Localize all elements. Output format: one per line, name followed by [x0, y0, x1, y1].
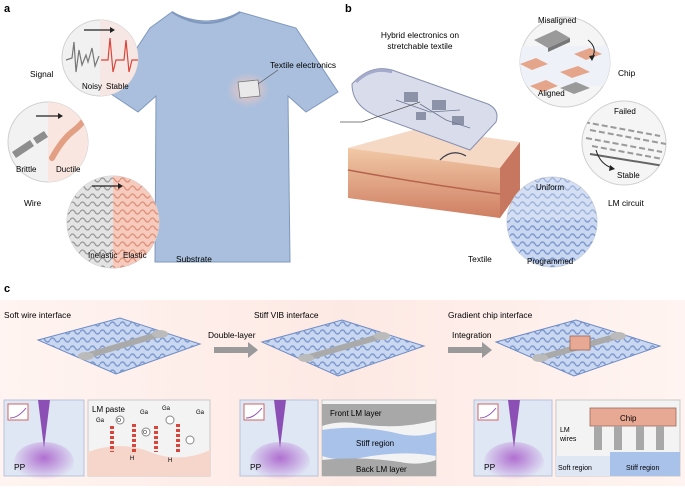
label-aligned: Aligned	[538, 89, 565, 98]
inset-label-stiff-region-2: Stiff region	[626, 465, 659, 472]
label-textile: Textile	[468, 254, 492, 264]
textile-inset	[506, 176, 598, 268]
title-b-line2: stretchable textile	[387, 41, 453, 51]
label-substrate: Substrate	[176, 254, 212, 264]
inset-label-ga-3: Ga	[162, 406, 171, 412]
hybrid-electronics-sheet	[351, 68, 498, 161]
inset-label-pp-1: PP	[14, 462, 26, 472]
textile-patch	[237, 79, 261, 99]
inset-label-ga-2: Ga	[140, 410, 149, 416]
arrow-right-icon	[118, 183, 123, 189]
inset-label-lm-wires-1: LM	[560, 427, 570, 434]
label-integration: Integration	[452, 330, 492, 340]
inset-label-lm-wires-2: wires	[559, 436, 577, 443]
skin-block	[347, 128, 520, 218]
arrow-right-icon	[58, 113, 63, 119]
signal-inset	[61, 19, 139, 97]
inset-label-chip: Chip	[620, 414, 637, 423]
textile-patch-stiff	[260, 319, 426, 377]
label-stable-lm: Stable	[617, 171, 640, 180]
inset-label-o-1: O	[117, 418, 121, 424]
noisy-signal	[65, 41, 100, 73]
label-textile-electronics: Textile electronics	[270, 60, 336, 70]
inset-soft-pp	[3, 399, 85, 482]
textile-patch-soft	[36, 317, 202, 375]
inset-label-front-lm: Front LM layer	[330, 409, 382, 418]
label-noisy: Noisy	[82, 82, 102, 91]
panel-c-letter: c	[4, 283, 10, 295]
arrow-right-icon	[110, 27, 115, 33]
label-ductile: Ductile	[56, 165, 81, 174]
inset-label-pp-3: PP	[484, 462, 496, 472]
label-elastic: Elastic	[123, 251, 147, 260]
heading-soft-wire: Soft wire interface	[4, 310, 71, 320]
label-misaligned: Misaligned	[538, 16, 576, 25]
inset-stiff-pp	[239, 399, 319, 482]
chip-component	[569, 335, 591, 351]
arrow-integration	[448, 342, 492, 358]
panel-a-letter: a	[4, 3, 11, 15]
inset-label-stiff-region: Stiff region	[356, 439, 394, 448]
tshirt-illustration	[107, 11, 339, 263]
inset-label-ga-1: Ga	[96, 418, 105, 424]
textile-patch-gradient	[494, 319, 662, 377]
label-inelastic: Inelastic	[88, 251, 117, 260]
stable-signal	[101, 37, 138, 73]
inset-label-soft-region: Soft region	[558, 465, 592, 472]
inset-label-o-2: O	[143, 430, 147, 436]
label-wire: Wire	[24, 198, 42, 208]
label-double-layer: Double-layer	[208, 330, 256, 340]
heading-gradient-chip: Gradient chip interface	[448, 310, 533, 320]
label-brittle: Brittle	[16, 165, 37, 174]
inset-label-lm-paste: LM paste	[92, 405, 125, 414]
label-signal: Signal	[30, 69, 53, 79]
label-lm-circuit: LM circuit	[608, 198, 645, 208]
inset-lm-paste	[87, 399, 211, 477]
inset-vib-layers	[321, 399, 437, 477]
label-programmed: Programmed	[527, 257, 573, 266]
inset-label-ga-4: Ga	[196, 410, 205, 416]
panel-b-letter: b	[345, 3, 352, 15]
chip-inset	[519, 16, 611, 108]
inset-label-back-lm: Back LM layer	[356, 465, 407, 474]
inset-chip-gradient	[555, 399, 681, 477]
label-stable-signal: Stable	[106, 82, 129, 91]
label-uniform: Uniform	[536, 183, 564, 192]
inset-label-pp-2: PP	[250, 462, 262, 472]
lm-circuit-inset	[581, 100, 667, 186]
label-chip: Chip	[618, 68, 636, 78]
heading-stiff-vib: Stiff VIB interface	[254, 310, 319, 320]
inset-gradient-pp	[473, 399, 553, 482]
arrow-double-layer	[214, 342, 258, 358]
label-failed: Failed	[614, 107, 636, 116]
inset-label-h-1: H	[130, 456, 134, 462]
title-b-line1: Hybrid electronics on	[381, 30, 460, 40]
inset-label-h-2: H	[168, 458, 172, 464]
